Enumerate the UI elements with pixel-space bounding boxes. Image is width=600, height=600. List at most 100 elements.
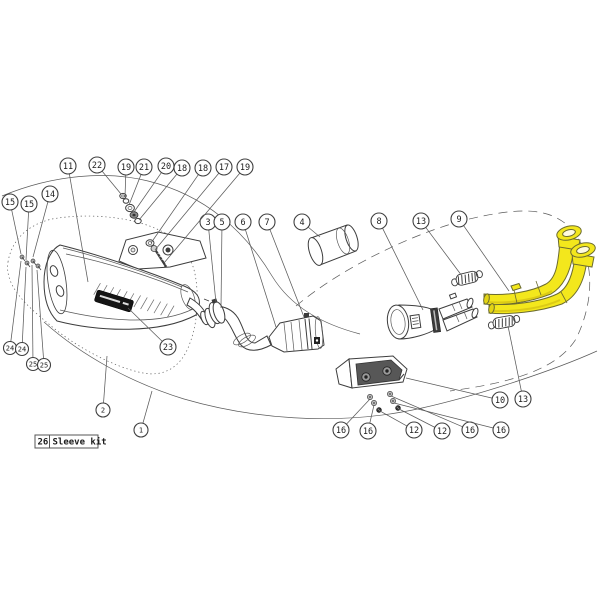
- leader-line-16: [393, 402, 494, 429]
- leader-line-4: [307, 226, 321, 238]
- callout-number: 16: [336, 426, 346, 436]
- callout-circle-18: [194, 159, 212, 177]
- callout-13: 13: [412, 212, 463, 277]
- callout-8: 8: [370, 212, 424, 311]
- callout-circle-19: [117, 158, 135, 176]
- callout-5: 5: [213, 213, 231, 309]
- leader-line-1: [142, 390, 153, 424]
- callout-15: 15: [20, 195, 38, 261]
- muffler-tip-2: [55, 285, 65, 297]
- leader-line-15: [25, 211, 29, 261]
- muffler-mount-fasteners: [19, 254, 42, 271]
- tension-spring-upper: [451, 270, 483, 287]
- callout-circle-23: [159, 338, 177, 356]
- callout-number: 15: [5, 198, 15, 208]
- callout-number: 18: [198, 164, 208, 174]
- shield-fasteners: [367, 391, 401, 413]
- callout-number: 25: [29, 361, 37, 369]
- callout-circle-16: [332, 421, 350, 439]
- callout-number: 25: [40, 362, 48, 370]
- callout-12: 12: [379, 410, 423, 439]
- leader-line-25: [36, 269, 44, 359]
- callout-circle-4: [293, 213, 311, 231]
- callout-14: 14: [32, 185, 59, 258]
- leader-line-16: [369, 404, 375, 424]
- callout-number: 12: [437, 427, 447, 437]
- callout-16: 16: [332, 398, 371, 439]
- callout-number: 2: [101, 407, 105, 415]
- washer: [390, 398, 396, 404]
- callout-21: 21: [128, 158, 153, 206]
- callout-number: 16: [363, 427, 373, 437]
- callout-circle-6: [234, 213, 252, 231]
- callout-1: 1: [133, 390, 153, 438]
- callout-23: 23: [127, 307, 177, 356]
- leader-line-9: [463, 225, 510, 292]
- callout-number: 11: [63, 162, 73, 172]
- callout-number: 5: [219, 218, 224, 228]
- legend-ref: 26: [38, 438, 49, 448]
- callout-circle-24: [14, 341, 30, 357]
- callout-15: 15: [1, 193, 22, 255]
- callout-circle-9: [450, 210, 468, 228]
- callout-24: 24: [14, 266, 30, 357]
- tension-spring-lower: [487, 314, 521, 330]
- callout-circle-15: [20, 195, 38, 213]
- header-flange-2: [570, 242, 596, 268]
- callout-number: 8: [376, 217, 381, 227]
- leader-line-20: [133, 172, 162, 213]
- perforated-sleeve: [307, 224, 359, 266]
- header-pipe-rear: [488, 256, 588, 315]
- muffler-end-cap: [46, 249, 68, 315]
- callout-number: 17: [219, 163, 229, 173]
- callout-19: 19: [117, 158, 135, 198]
- leader-line-13: [507, 325, 522, 392]
- leader-line-7: [269, 229, 305, 318]
- callout-17: 17: [154, 158, 233, 251]
- leader-line-12: [379, 410, 408, 427]
- leader-line-22: [101, 170, 122, 195]
- leader-line-10: [405, 377, 493, 399]
- callout-number: 19: [121, 163, 131, 173]
- leader-line-23: [127, 307, 163, 342]
- legend-label: Sleeve kit: [53, 437, 107, 448]
- callout-circle-22: [88, 156, 106, 174]
- callout-4: 4: [293, 213, 321, 238]
- collector-clamp: [430, 307, 441, 333]
- callout-number: 16: [465, 426, 475, 436]
- callout-16: 16: [359, 404, 377, 440]
- callout-number: 18: [177, 164, 187, 174]
- callout-circle-25: [36, 357, 52, 373]
- callout-circle-21: [135, 158, 153, 176]
- muffler-silencer: [43, 244, 209, 330]
- callout-circle-16: [492, 421, 510, 439]
- leader-line-24: [21, 266, 27, 343]
- callout-6: 6: [234, 213, 277, 328]
- callout-circle-5: [213, 213, 231, 231]
- fastener-screw: [30, 258, 37, 266]
- cat-clamp: [304, 313, 313, 350]
- muffler-hanger-bracket: [118, 231, 207, 270]
- leader-line-16: [346, 398, 371, 425]
- callout-20: 20: [133, 157, 175, 213]
- leader-line-2: [103, 355, 108, 404]
- bodywork-silhouette-curves: [1, 175, 598, 420]
- leader-line-12: [398, 408, 436, 428]
- callout-circle-16: [359, 422, 377, 440]
- callout-circle-15: [1, 193, 19, 211]
- callout-2: 2: [95, 355, 111, 418]
- header-pipe-front: [483, 242, 575, 306]
- washer: [371, 400, 377, 406]
- callout-number: 10: [495, 396, 505, 406]
- callout-22: 22: [88, 156, 122, 195]
- callout-circle-12: [405, 421, 423, 439]
- callout-number: 12: [409, 426, 419, 436]
- callout-number: 3: [205, 218, 210, 228]
- heat-shield: [335, 355, 408, 389]
- callout-circle-2: [95, 402, 111, 418]
- callout-9: 9: [450, 210, 510, 292]
- callout-circle-17: [215, 158, 233, 176]
- callout-number: 22: [92, 161, 102, 171]
- callout-circle-13: [412, 212, 430, 230]
